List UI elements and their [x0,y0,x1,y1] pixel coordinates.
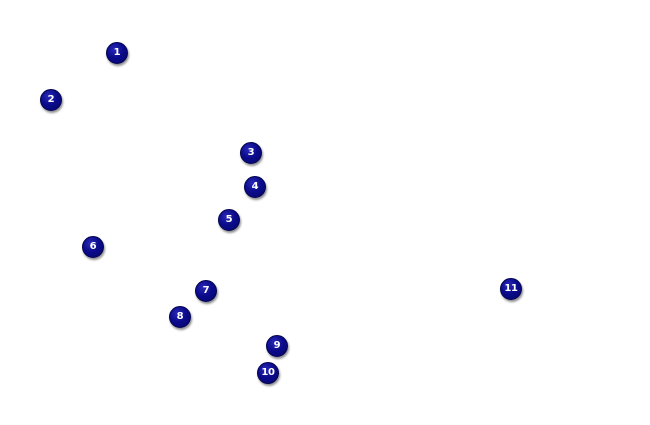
map-marker-11[interactable]: 11 [500,278,522,300]
marker-label: 10 [261,367,275,378]
map-marker-2[interactable]: 2 [40,89,62,111]
marker-label: 2 [47,94,55,105]
map-marker-4[interactable]: 4 [244,176,266,198]
map-marker-10[interactable]: 10 [257,362,279,384]
marker-label: 11 [504,283,518,294]
marker-label: 7 [202,285,210,296]
marker-label: 9 [273,340,281,351]
map-marker-8[interactable]: 8 [169,306,191,328]
map-marker-6[interactable]: 6 [82,236,104,258]
map-marker-7[interactable]: 7 [195,280,217,302]
marker-label: 8 [176,311,184,322]
map-marker-5[interactable]: 5 [218,209,240,231]
map-marker-1[interactable]: 1 [106,42,128,64]
marker-label: 4 [251,181,259,192]
marker-label: 3 [247,147,255,158]
marker-label: 6 [89,241,97,252]
map-marker-9[interactable]: 9 [266,335,288,357]
map-marker-3[interactable]: 3 [240,142,262,164]
marker-label: 1 [113,47,121,58]
marker-label: 5 [225,214,233,225]
